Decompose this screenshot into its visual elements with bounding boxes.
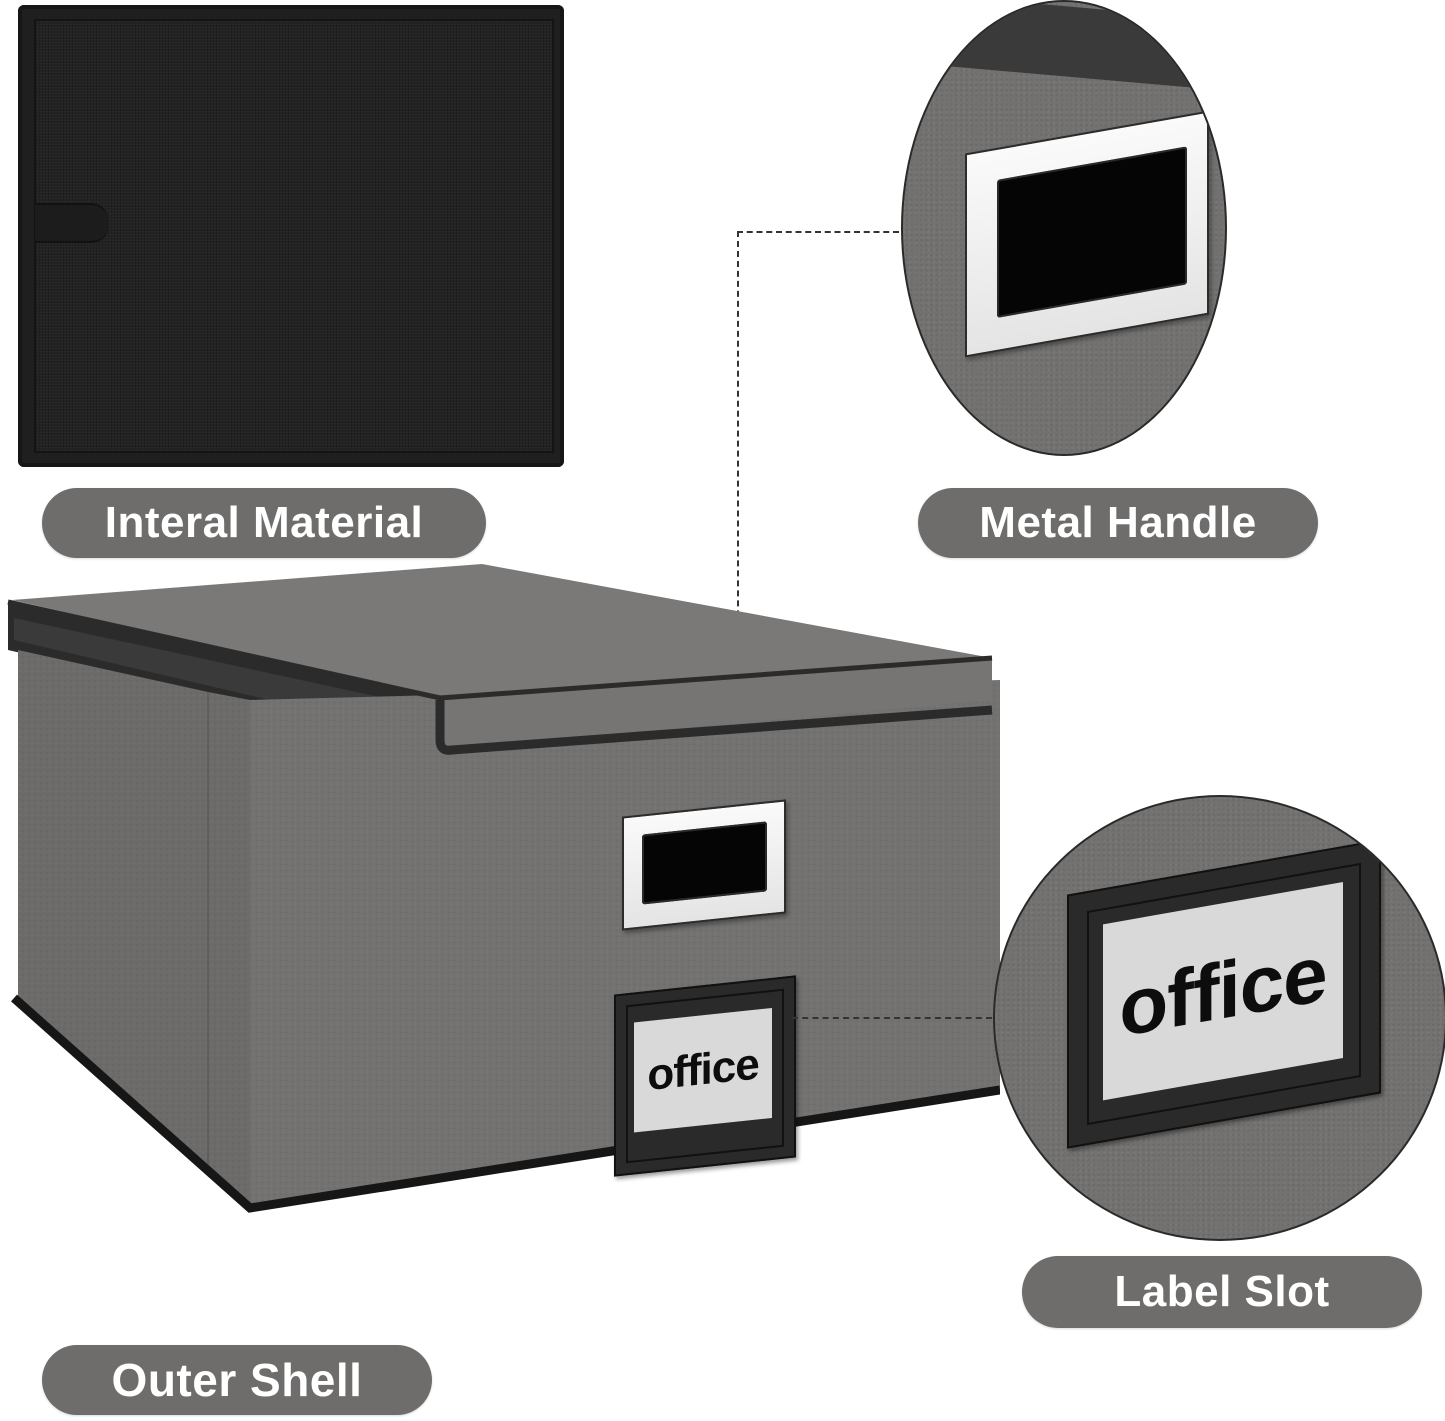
label-slot-callout: Label Slot bbox=[1022, 1256, 1422, 1328]
handle-leader-line-h bbox=[737, 231, 899, 233]
metal-handle-label: Metal Handle bbox=[979, 498, 1257, 547]
box-handle-opening bbox=[642, 821, 767, 905]
interior-material-label: Interal Material bbox=[104, 498, 424, 547]
interior-material-callout: Interal Material bbox=[42, 488, 486, 558]
interior-fabric-panel bbox=[18, 5, 564, 467]
box-label-card: office bbox=[634, 1007, 772, 1133]
box-label-text: office bbox=[647, 1039, 759, 1101]
outer-shell-label: Outer Shell bbox=[111, 1354, 363, 1406]
label-slot-zoom-circle: office bbox=[993, 795, 1445, 1241]
handle-leader-line-v bbox=[737, 231, 739, 816]
fabric-texture bbox=[34, 19, 554, 453]
zoom-label-text: office bbox=[1119, 927, 1327, 1054]
handle-opening bbox=[997, 146, 1187, 318]
metal-handle-zoom-circle bbox=[901, 0, 1227, 456]
outer-shell-callout: Outer Shell bbox=[42, 1345, 432, 1415]
fabric-pull-tab bbox=[35, 203, 109, 243]
zoom-label-holder: office bbox=[1067, 839, 1381, 1149]
box-label-holder: office bbox=[614, 975, 796, 1177]
label-leader-line bbox=[792, 1017, 992, 1019]
metal-handle-callout: Metal Handle bbox=[918, 488, 1318, 558]
label-slot-label: Label Slot bbox=[1114, 1267, 1330, 1316]
storage-box bbox=[7, 564, 1000, 1213]
box-metal-handle bbox=[622, 799, 786, 931]
metal-handle-frame bbox=[965, 110, 1209, 358]
lid-edge-trim bbox=[903, 2, 1225, 92]
